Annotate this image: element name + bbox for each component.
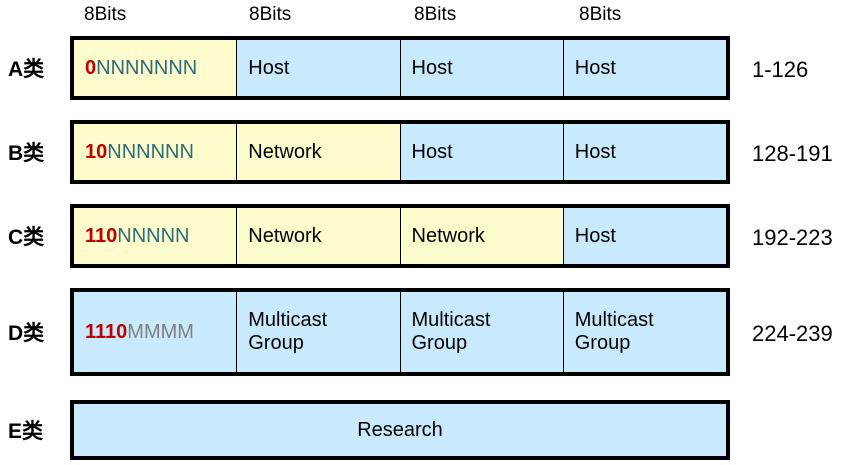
class-d-octets: 1110MMMM Multicast Group Multicast Group… [70,288,730,376]
class-b-octet-3: Host [400,124,564,180]
class-c-octet-4: Host [563,208,726,264]
class-row-e: E类 Research [0,400,864,460]
class-label-b: B类 [8,142,45,165]
class-a-octet-3: Host [400,40,564,96]
class-b-octets: 10NNNNNN Network Host Host [70,120,730,184]
class-c-octet-2: Network [237,208,401,264]
class-b-bit-prefix: 10 [85,140,108,163]
class-c-range: 192-223 [752,225,833,250]
class-d-octet-4: Multicast Group [563,292,726,372]
column-header-2: 8Bits [249,4,292,25]
class-a-octet-2: Host [237,40,401,96]
class-c-bit-cell: 110NNNNN [74,208,238,264]
class-c-octets: 110NNNNN Network Network Host [70,204,730,268]
class-a-bit-prefix: 0 [85,56,97,79]
column-headers: 8Bits 8Bits 8Bits 8Bits [70,2,730,28]
class-a-octets: 0NNNNNNN Host Host Host [70,36,730,100]
class-label-c: C类 [8,226,45,249]
class-d-range: 224-239 [752,321,833,346]
class-e-box: Research [70,400,730,460]
class-b-bit-cell: 10NNNNNN [74,124,238,180]
class-row-c: C类 110NNNNN Network Network Host [0,204,864,268]
class-b-bit-suffix: NNNNNN [107,140,194,163]
class-c-bit-prefix: 110 [85,224,118,247]
class-label-d: D类 [8,322,45,345]
class-a-bit-cell: 0NNNNNNN [74,40,238,96]
class-c-bit-suffix: NNNNN [117,224,190,247]
class-b-octet-4: Host [563,124,726,180]
column-header-3: 8Bits [414,4,457,25]
class-d-bit-suffix: MMMM [127,320,194,343]
class-a-bit-suffix: NNNNNNN [96,56,198,79]
class-b-octet-2: Network [237,124,401,180]
column-header-1: 8Bits [84,4,127,25]
class-c-octet-3: Network [400,208,564,264]
class-label-e: E类 [8,420,44,443]
class-d-octet-3: Multicast Group [400,292,564,372]
class-row-d: D类 1110MMMM Multicast Group Multicast Gr… [0,288,864,376]
class-label-a: A类 [8,58,45,81]
class-a-range: 1-126 [752,57,809,82]
class-row-b: B类 10NNNNNN Network Host Host [0,120,864,184]
column-header-4: 8Bits [579,4,622,25]
class-d-bit-prefix: 1110 [85,320,128,343]
class-row-a: A类 0NNNNNNN Host Host Host [0,36,864,100]
class-e-research-cell: Research [74,404,726,456]
class-b-range: 128-191 [752,141,833,166]
class-a-octet-4: Host [563,40,726,96]
class-d-octet-2: Multicast Group [237,292,401,372]
class-d-bit-cell: 1110MMMM [74,292,238,372]
